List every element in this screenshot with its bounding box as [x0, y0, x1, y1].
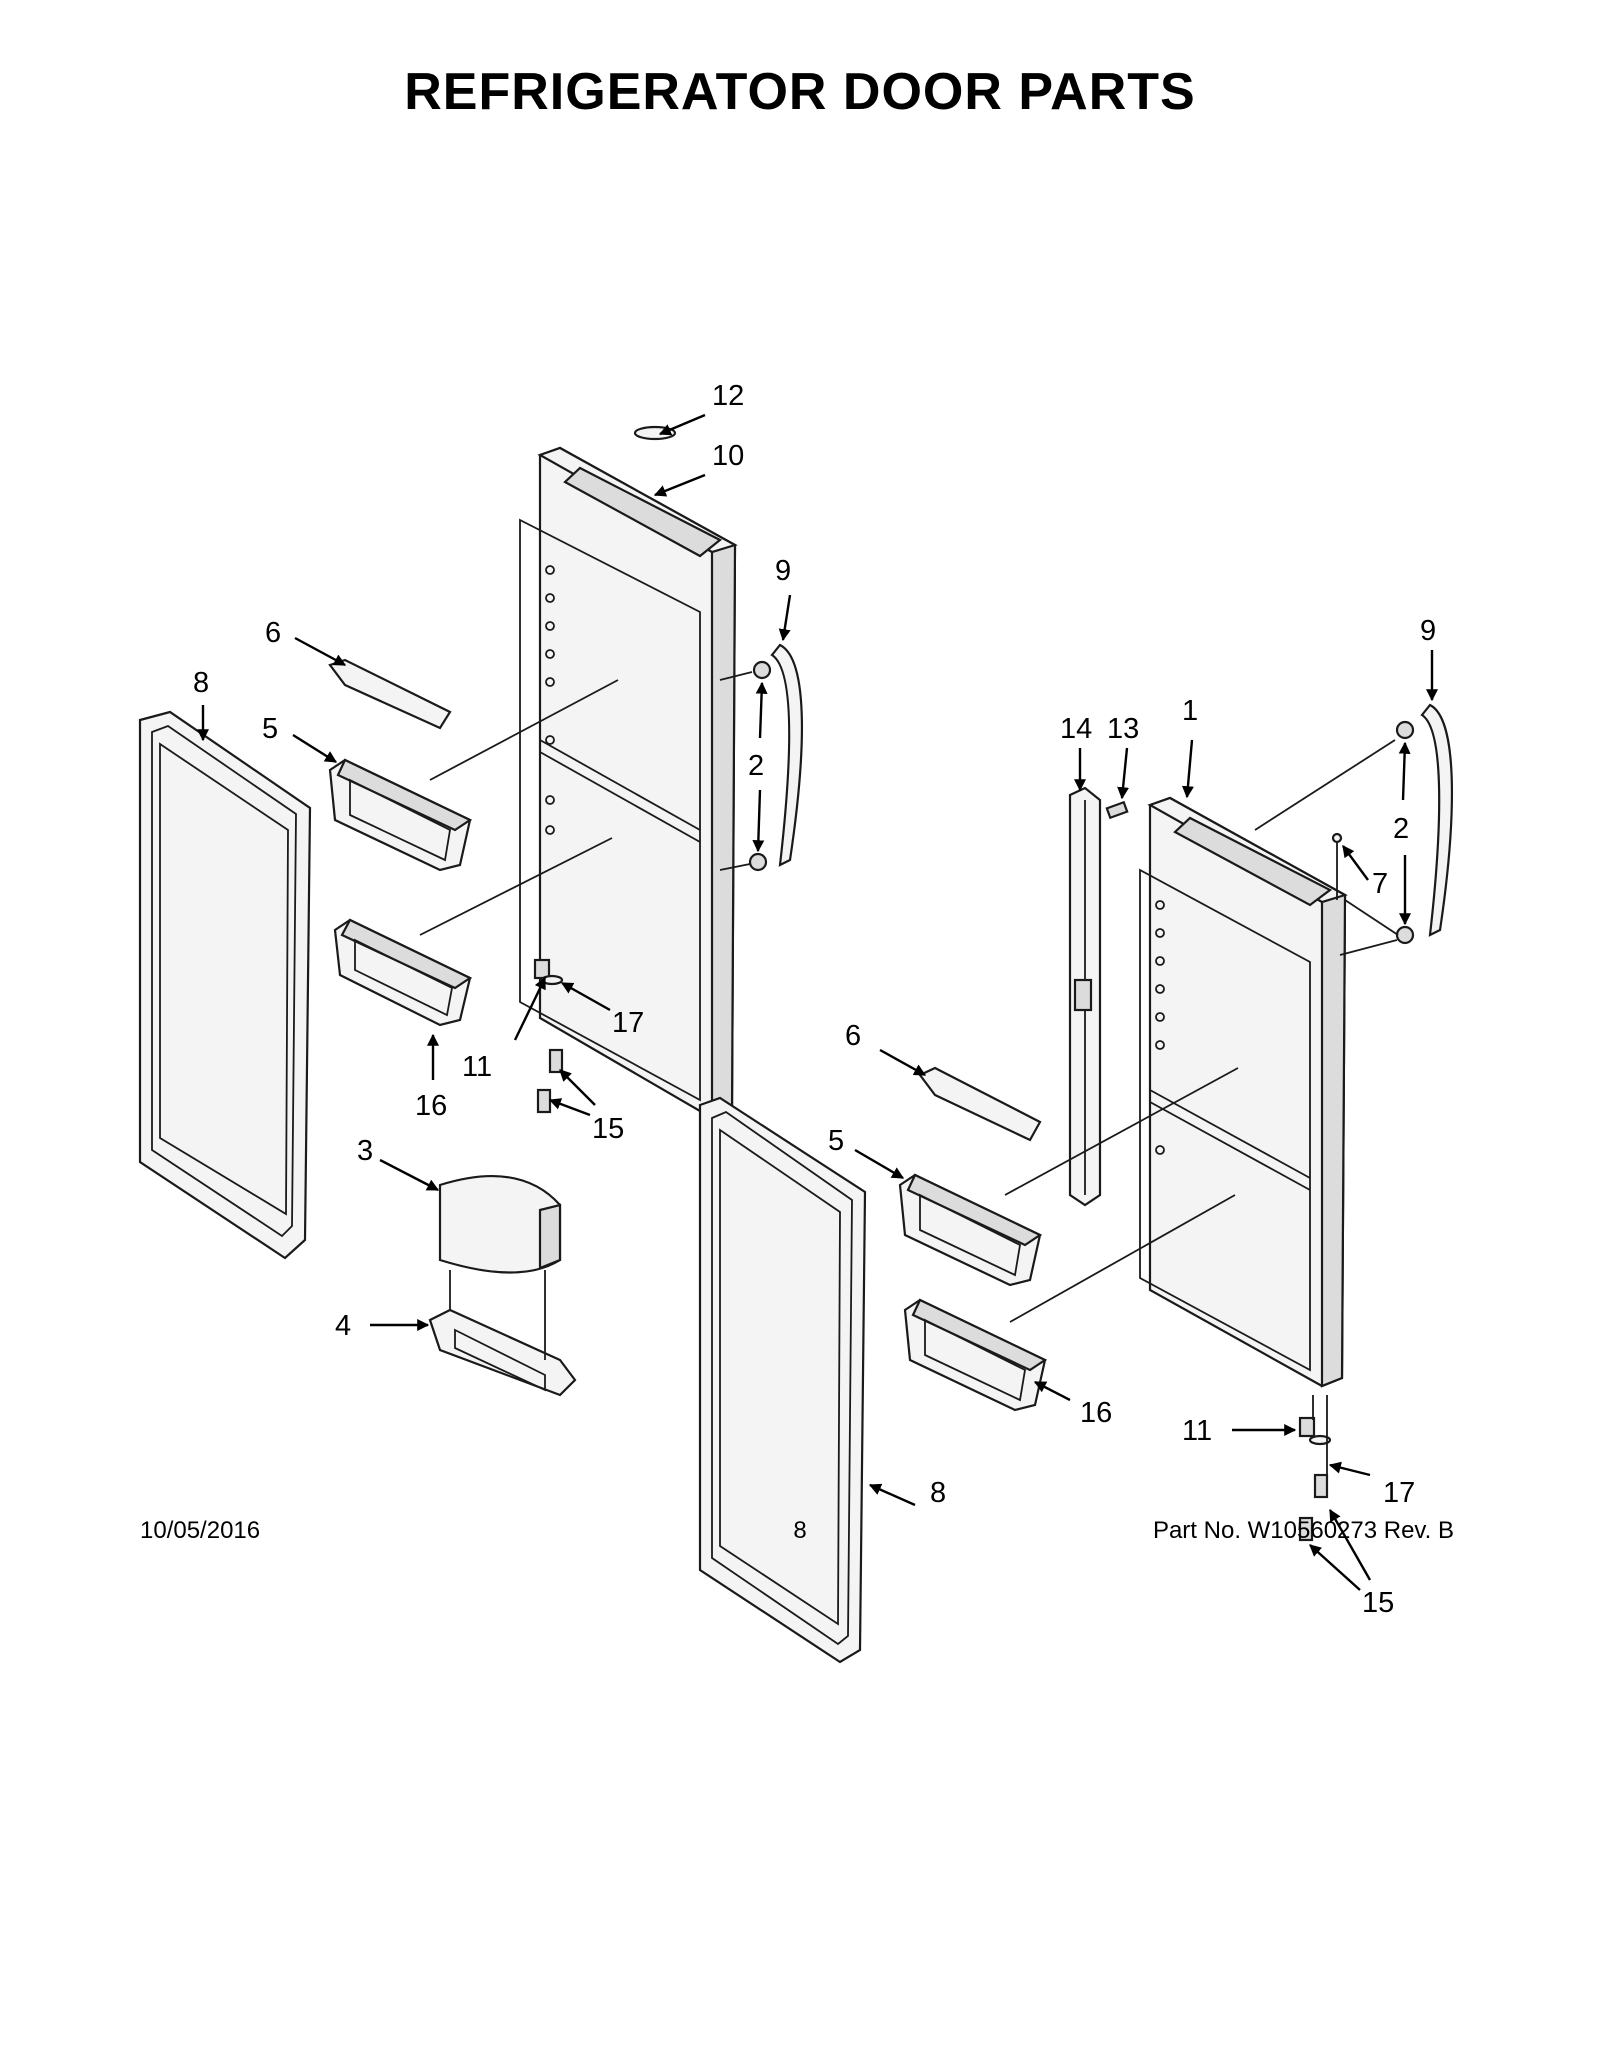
- callout-14-right: 14: [1060, 713, 1092, 745]
- right-liner-shelf-dimples: [1155, 900, 1165, 1155]
- right-lower-door-bin: [903, 1298, 1048, 1412]
- left-door-gasket: [138, 710, 312, 1260]
- callout-7-right: 7: [1372, 868, 1388, 900]
- mullion-screw: [1105, 800, 1129, 820]
- footer-page-number: 8: [793, 1517, 807, 1544]
- callout-5-right: 5: [828, 1125, 844, 1157]
- left-hinge-cover: [633, 425, 677, 441]
- callout-5-left: 5: [262, 713, 278, 745]
- left-door-handle: [719, 643, 803, 872]
- callout-1-right: 1: [1182, 695, 1198, 727]
- utility-compartment-bin: [428, 1270, 577, 1397]
- footer-date: 10/05/2016: [140, 1517, 261, 1544]
- right-bin-cover: [918, 1066, 1042, 1142]
- callout-11-left: 11: [462, 1051, 492, 1083]
- callout-15-left: 15: [592, 1113, 624, 1145]
- callout-17-left: 17: [612, 1007, 644, 1039]
- callout-12-left: 12: [712, 380, 744, 412]
- page-title: REFRIGERATOR DOOR PARTS: [404, 63, 1196, 121]
- callout-8-right: 8: [930, 1477, 946, 1509]
- callout-2-right: 2: [1393, 813, 1409, 845]
- left-upper-door-bin: [328, 758, 473, 872]
- utility-compartment-door: [438, 1175, 562, 1274]
- right-door-liner: [1139, 796, 1348, 1388]
- callout-3-left: 3: [357, 1135, 373, 1167]
- right-hinge-hardware: [1298, 1395, 1332, 1542]
- right-upper-door-bin: [898, 1173, 1043, 1287]
- callout-4-left: 4: [335, 1310, 351, 1342]
- footer-part-number: Part No. W10560273 Rev. B: [1152, 1517, 1454, 1544]
- right-door-mullion: [1068, 786, 1102, 1207]
- callout-13-right: 13: [1107, 713, 1139, 745]
- callout-15-right: 15: [1362, 1587, 1394, 1619]
- callout-6-right: 6: [845, 1020, 861, 1052]
- callout-6-left: 6: [265, 617, 281, 649]
- callout-9-left: 9: [775, 555, 791, 587]
- callout-labels-left: 12 10 9 6 8 5 2 11 17 16 15 3 4: [193, 380, 791, 1342]
- left-liner-shelf-dimples: [545, 565, 555, 835]
- callout-17-right: 17: [1383, 1477, 1415, 1509]
- leader-arrows: [197, 413, 1438, 1591]
- left-door-liner: [519, 446, 738, 1120]
- left-lower-door-bin: [333, 918, 473, 1027]
- callout-2-left: 2: [748, 750, 764, 782]
- callout-8-left: 8: [193, 667, 209, 699]
- callout-10-left: 10: [712, 440, 744, 472]
- left-hinge-hardware: [533, 958, 564, 1114]
- callout-16-left: 16: [415, 1090, 447, 1122]
- left-bin-cover: [328, 658, 452, 730]
- right-door-handle: [1344, 703, 1453, 945]
- callout-labels-right: 9 14 13 1 2 7 6 5 16 11 17 15 8: [828, 615, 1436, 1619]
- right-door-gasket: [698, 1096, 867, 1664]
- callout-9-right: 9: [1420, 615, 1436, 647]
- callout-11-right: 11: [1182, 1415, 1212, 1447]
- callout-16-right: 16: [1080, 1397, 1112, 1429]
